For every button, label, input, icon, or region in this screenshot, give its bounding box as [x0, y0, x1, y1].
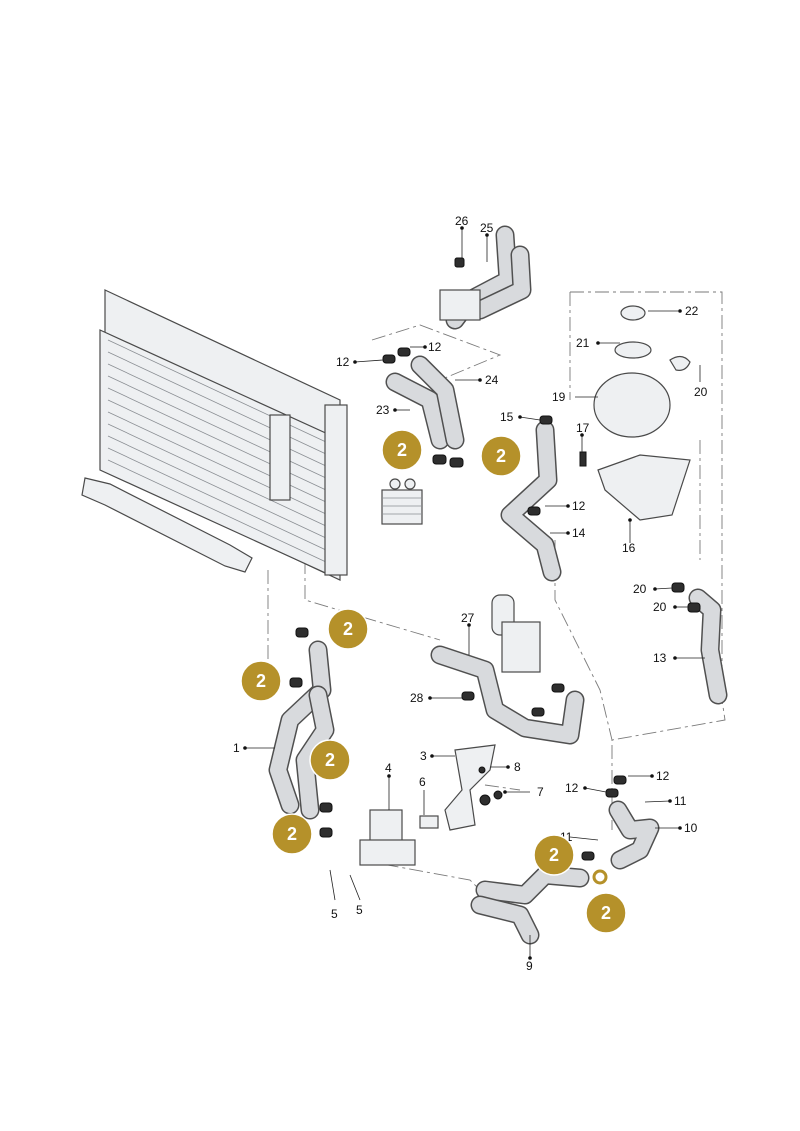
callout-badge: 2 — [533, 834, 575, 876]
part-label-19: 19 — [552, 390, 566, 404]
part-label-6: 6 — [419, 775, 426, 789]
part-label-22: 22 — [685, 304, 699, 318]
part-label-9: 9 — [526, 959, 533, 973]
callout-badge: 2 — [309, 739, 351, 781]
hose-10 — [581, 775, 660, 870]
part-label-20a: 20 — [694, 385, 708, 399]
part-label-1: 1 — [233, 741, 240, 755]
part-label-12d: 12 — [656, 769, 670, 783]
hose-27-and-pump — [430, 594, 585, 745]
callout-badge: 2 — [240, 660, 282, 702]
part-label-12a: 12 — [572, 499, 586, 513]
oil-cooler — [381, 478, 423, 525]
part-label-5b: 5 — [356, 903, 363, 917]
part-label-20c: 20 — [653, 600, 667, 614]
part-label-4: 4 — [385, 761, 392, 775]
part-label-7: 7 — [537, 785, 544, 799]
hose-14 — [500, 415, 562, 582]
part-label-24: 24 — [485, 373, 499, 387]
part-label-10: 10 — [684, 821, 698, 835]
callout-badge: 2 — [271, 813, 313, 855]
callout-badge: 2 — [480, 435, 522, 477]
part-label-27: 27 — [461, 611, 475, 625]
callout-badges: 2 2 2 2 2 2 2 2 — [240, 429, 627, 934]
hoses-23-24 — [382, 347, 465, 468]
callout-badge: 2 — [585, 892, 627, 934]
svg-text:2: 2 — [496, 446, 506, 466]
svg-text:2: 2 — [325, 750, 335, 770]
part-label-25: 25 — [480, 221, 494, 235]
svg-text:2: 2 — [549, 845, 559, 865]
bracket-and-valve — [329, 744, 503, 901]
part-label-17: 17 — [576, 421, 590, 435]
part-label-3: 3 — [420, 749, 427, 763]
svg-text:2: 2 — [287, 824, 297, 844]
leader-dots — [243, 226, 682, 960]
part-label-21: 21 — [576, 336, 590, 350]
svg-text:2: 2 — [601, 903, 611, 923]
upper-pipe-manifold — [439, 225, 532, 330]
part-label-14: 14 — [572, 526, 586, 540]
part-label-13: 13 — [653, 651, 667, 665]
svg-text:2: 2 — [343, 619, 353, 639]
part-label-20b: 20 — [633, 582, 647, 596]
part-label-5a: 5 — [331, 907, 338, 921]
part-label-23: 23 — [376, 403, 390, 417]
hose-1 — [268, 627, 335, 838]
hose-9 — [470, 865, 608, 945]
part-label-12c: 12 — [428, 340, 442, 354]
part-label-12b: 12 — [336, 355, 350, 369]
callout-badge: 2 — [327, 608, 369, 650]
svg-text:2: 2 — [256, 671, 266, 691]
leader-lines — [245, 228, 705, 958]
part-label-15: 15 — [500, 410, 514, 424]
radiator — [81, 289, 348, 581]
part-label-26: 26 — [455, 214, 469, 228]
part-label-28: 28 — [410, 691, 424, 705]
expansion-tank — [579, 305, 691, 521]
hose-13 — [671, 582, 728, 705]
part-label-16: 16 — [622, 541, 636, 555]
part-label-11a: 11 — [674, 794, 687, 808]
callout-badge: 2 — [381, 429, 423, 471]
part-label-12e: 12 — [565, 781, 579, 795]
svg-text:2: 2 — [397, 440, 407, 460]
part-label-8: 8 — [514, 760, 521, 774]
part-number-labels: 26 25 22 21 20 19 17 16 15 12 14 12 12 2… — [233, 214, 708, 973]
